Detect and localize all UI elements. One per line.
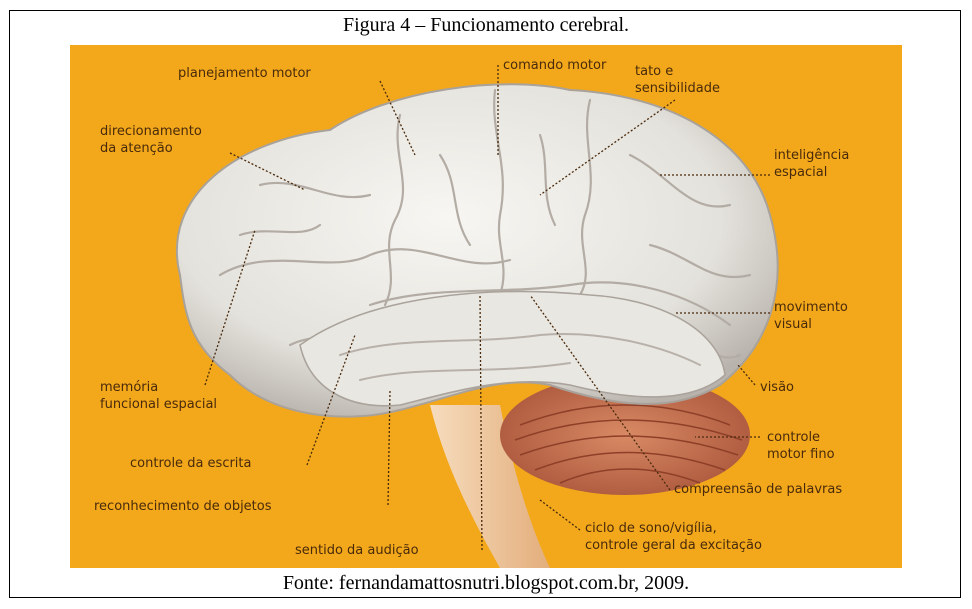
- label-controle-motor-fino: controle motor fino: [767, 429, 835, 463]
- label-planejamento-motor: planejamento motor: [178, 65, 311, 82]
- leader-ciclo: [540, 500, 580, 530]
- cerebrum: [177, 84, 778, 416]
- label-ciclo-sono: ciclo de sono/vigília, controle geral da…: [585, 520, 762, 554]
- brain-diagram: planejamento motor comando motor tato e …: [70, 45, 902, 568]
- label-memoria-funcional: memória funcional espacial: [100, 379, 217, 413]
- label-visao: visão: [760, 379, 794, 396]
- label-inteligencia-espacial: inteligência espacial: [774, 147, 849, 181]
- label-reconhecimento-objetos: reconhecimento de objetos: [94, 498, 272, 515]
- label-movimento-visual: movimento visual: [774, 299, 848, 333]
- label-direcionamento-atencao: direcionamento da atenção: [100, 123, 202, 157]
- leader-visao: [738, 365, 755, 385]
- figure-caption: Figura 4 – Funcionamento cerebral.: [0, 14, 972, 37]
- label-controle-escrita: controle da escrita: [130, 455, 251, 472]
- label-comando-motor: comando motor: [503, 57, 606, 74]
- figure-source: Fonte: fernandamattosnutri.blogspot.com.…: [0, 572, 972, 595]
- label-compreensao-palavras: compreensão de palavras: [674, 481, 842, 498]
- label-sentido-audicao: sentido da audição: [295, 542, 419, 559]
- label-tato-sensibilidade: tato e sensibilidade: [635, 63, 720, 97]
